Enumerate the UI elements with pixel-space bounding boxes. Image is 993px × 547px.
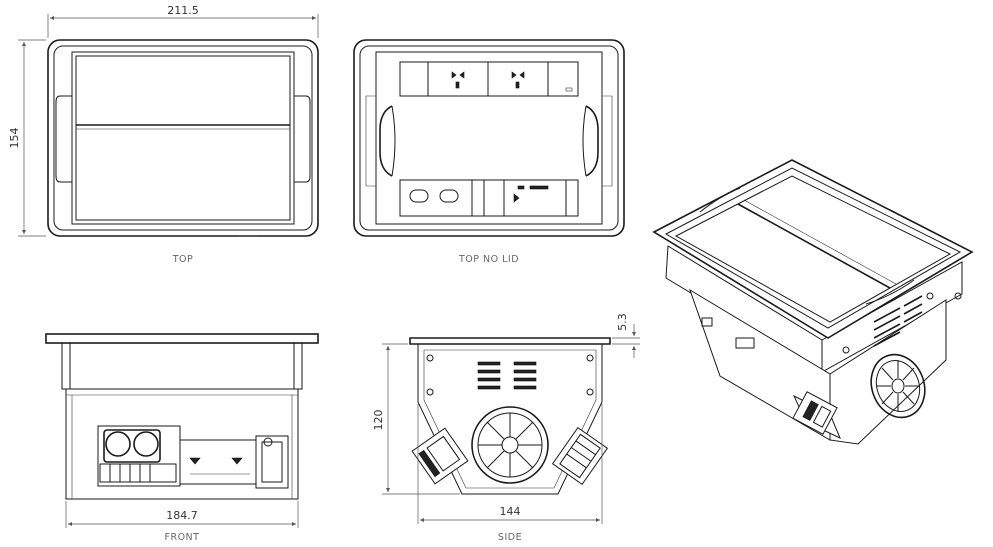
vent-slots: [873, 295, 923, 347]
cable-grommet: [471, 406, 549, 484]
power-socket-icon: [189, 457, 201, 465]
side-view: [409, 337, 611, 495]
dim-front-width: 184.7: [65, 501, 299, 528]
dim-label-front-width: 184.7: [166, 509, 198, 522]
dim-lip-thickness: 5.3: [612, 313, 640, 358]
power-socket-icon: [511, 71, 525, 89]
caption-side: SIDE: [498, 532, 522, 543]
caption-top: TOP: [172, 254, 194, 265]
caption-front: FRONT: [165, 532, 200, 543]
top-no-lid-view: [353, 39, 625, 237]
caption-top-no-lid: TOP NO LID: [458, 254, 519, 265]
dim-side-height: 120: [372, 343, 460, 495]
power-socket-icon: [231, 457, 243, 465]
angled-module-left: [411, 427, 469, 485]
dim-label-side-height: 120: [372, 410, 385, 431]
angled-module-right: [551, 426, 609, 486]
front-view: [45, 333, 319, 500]
power-socket-icon: [451, 71, 465, 89]
cable-grommet: [870, 353, 926, 419]
usb-charger-icon: [409, 189, 459, 203]
top-view: [47, 39, 319, 237]
dim-label-top-depth: 154: [8, 128, 21, 149]
dim-label-side-width: 144: [500, 505, 521, 518]
angled-module: [792, 391, 841, 440]
dim-label-top-width: 211.5: [167, 4, 199, 17]
vent-slots: [477, 361, 537, 390]
data-port-icon: [513, 185, 549, 203]
dim-label-lip-thickness: 5.3: [616, 313, 629, 331]
dim-top-depth: 154: [8, 39, 46, 237]
dim-side-width: 144: [417, 404, 603, 524]
isometric-view: [652, 159, 974, 445]
dim-top-width: 211.5: [47, 4, 319, 38]
